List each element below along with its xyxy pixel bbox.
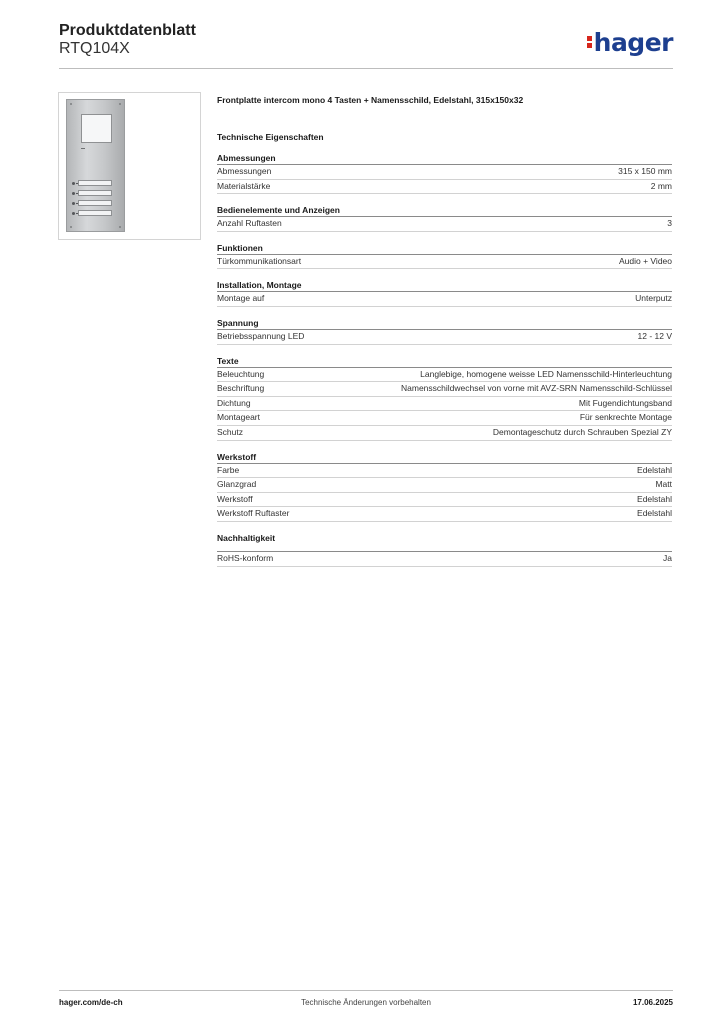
- footer-divider: [59, 990, 673, 991]
- footer-note: Technische Änderungen vorbehalten: [301, 998, 431, 1007]
- property-row: Montage auf Unterputz: [217, 292, 672, 307]
- group-title: Werkstoff: [217, 451, 672, 464]
- page-header: Produktdatenblatt RTQ104X hager: [59, 22, 674, 72]
- property-value: 12 - 12 V: [637, 330, 673, 341]
- footer-date: 17.06.2025: [632, 998, 673, 1007]
- property-row: Beschriftung Namensschildwechsel von vorn…: [217, 382, 672, 397]
- property-key: Montageart: [217, 412, 260, 423]
- intercom-front-plate-image: [58, 92, 201, 240]
- property-row: Abmessungen 315 x 150 mm: [217, 165, 672, 180]
- group-title: Nachhaltigkeit: [217, 532, 672, 552]
- property-value: Audio + Video: [618, 255, 672, 266]
- property-value: 2 mm: [650, 180, 672, 191]
- group-title: Spannung: [217, 317, 672, 330]
- property-value: Edelstahl: [637, 493, 672, 504]
- property-key: Montage auf: [217, 293, 265, 304]
- property-row: Anzahl Ruftasten 3: [217, 217, 672, 232]
- property-row: Materialstärke 2 mm: [217, 180, 672, 195]
- logo-text: hager: [593, 28, 674, 57]
- property-value: Namensschildwechsel von vorne mit AVZ-SR…: [401, 383, 672, 394]
- footer-url[interactable]: hager.com/de-ch: [59, 998, 123, 1007]
- property-key: Schutz: [217, 426, 243, 437]
- property-row: Betriebsspannung LED 12 - 12 V: [217, 330, 672, 345]
- property-value: Demontageschutz durch Schrauben Spezial …: [492, 426, 672, 437]
- call-button-1: [72, 180, 112, 186]
- property-key: Anzahl Ruftasten: [217, 218, 282, 229]
- call-button-3: [72, 200, 112, 206]
- property-row: Glanzgrad Matt: [217, 478, 672, 493]
- property-row: Beleuchtung Langlebige, homogene weisse L…: [217, 368, 672, 383]
- property-value: 3: [667, 218, 672, 229]
- property-value: Unterputz: [635, 293, 672, 304]
- property-row: Werkstoff Edelstahl: [217, 493, 672, 508]
- property-row: Farbe Edelstahl: [217, 464, 672, 479]
- call-button-2: [72, 190, 112, 196]
- page-footer: Technische Änderungen vorbehalten hager.…: [59, 998, 673, 1010]
- call-button-4: [72, 210, 112, 216]
- property-value: Edelstahl: [637, 464, 672, 475]
- property-key: Abmessungen: [217, 166, 272, 176]
- header-divider: [59, 68, 673, 69]
- group-title: Texte: [217, 355, 672, 368]
- property-value: Mit Fugendichtungsband: [578, 397, 672, 408]
- property-value: Ja: [663, 552, 672, 563]
- hager-logo: hager: [586, 28, 674, 57]
- property-value: Für senkrechte Montage: [579, 412, 672, 423]
- property-key: Beleuchtung: [217, 368, 265, 379]
- property-key: Türkommunikationsart: [217, 255, 302, 266]
- property-key: Betriebsspannung LED: [217, 330, 305, 341]
- property-key: Beschriftung: [217, 383, 265, 394]
- property-value: 315 x 150 mm: [618, 166, 672, 176]
- camera-window: [81, 114, 112, 143]
- property-row: Türkommunikationsart Audio + Video: [217, 255, 672, 270]
- property-row: Werkstoff Ruftaster Edelstahl: [217, 507, 672, 522]
- product-content: Frontplatte intercom mono 4 Tasten + Nam…: [217, 94, 672, 567]
- property-row: Schutz Demontageschutz durch Schrauben Sp…: [217, 426, 672, 441]
- property-value: Langlebige, homogene weisse LED Namenssc…: [420, 368, 672, 379]
- screw-icon: [70, 226, 72, 228]
- property-key: Dichtung: [217, 397, 251, 408]
- property-key: Werkstoff Ruftaster: [217, 508, 290, 519]
- property-key: RoHS-konform: [217, 552, 274, 563]
- property-row: Dichtung Mit Fugendichtungsband: [217, 397, 672, 412]
- document-type-title: Produktdatenblatt: [59, 22, 196, 39]
- property-value: Matt: [655, 479, 672, 490]
- product-number: RTQ104X: [59, 40, 130, 57]
- group-title: Bedienelemente und Anzeigen: [217, 204, 672, 218]
- property-key: Materialstärke: [217, 180, 271, 191]
- group-title: Funktionen: [217, 242, 672, 255]
- property-row: RoHS-konform Ja: [217, 552, 672, 567]
- logo-dots-icon: [586, 34, 593, 50]
- group-title: Installation, Montage: [217, 279, 672, 293]
- screw-icon: [119, 226, 121, 228]
- property-key: Werkstoff: [217, 493, 253, 504]
- property-key: Glanzgrad: [217, 479, 257, 490]
- group-title: Abmessungen: [217, 152, 672, 165]
- led-indicator: [81, 148, 85, 149]
- property-value: Edelstahl: [637, 508, 672, 519]
- screw-icon: [119, 103, 121, 105]
- property-row: Montageart Für senkrechte Montage: [217, 411, 672, 426]
- front-plate: [66, 99, 125, 232]
- technical-properties-heading: Technische Eigenschaften: [217, 132, 324, 142]
- screw-icon: [70, 103, 72, 105]
- property-key: Farbe: [217, 464, 240, 475]
- product-description: Frontplatte intercom mono 4 Tasten + Nam…: [217, 95, 524, 105]
